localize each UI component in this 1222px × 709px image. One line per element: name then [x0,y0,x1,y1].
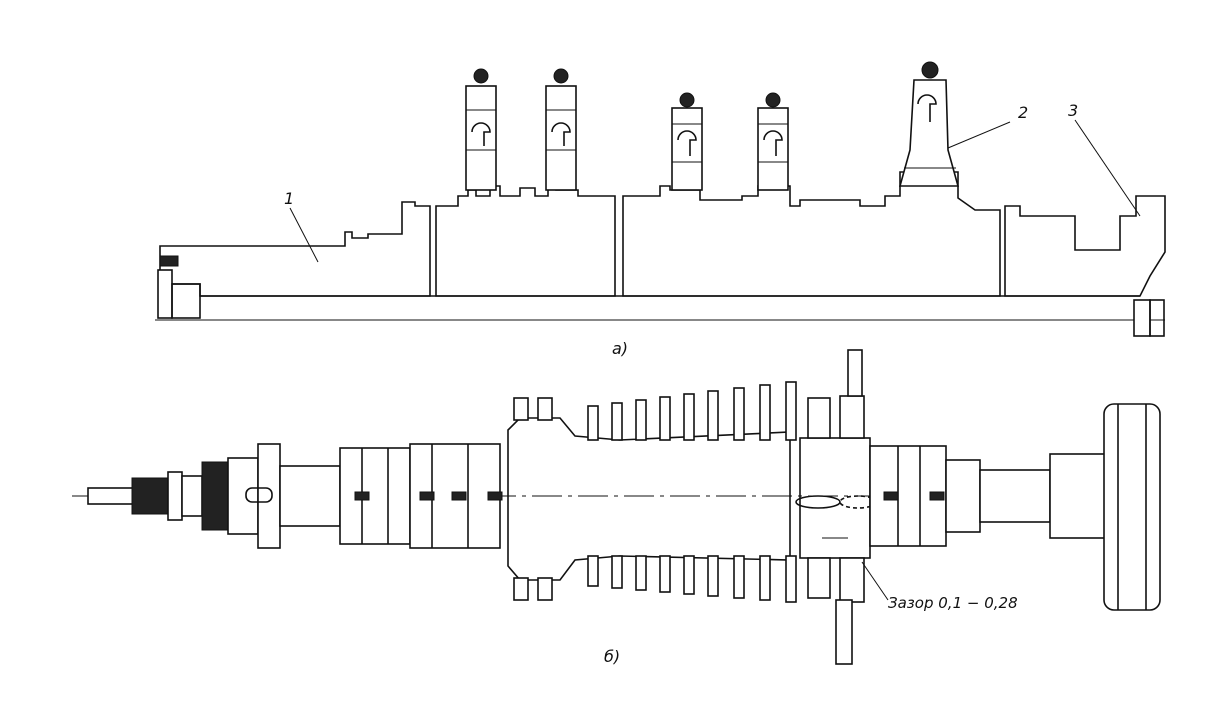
shaft-end-left [159,201,431,297]
first-stage-blades [513,397,553,601]
blade-top-5 [683,393,695,441]
blade-top-9 [785,381,797,441]
gap-note: Зазор 0,1 − 0,28 [888,594,1018,612]
caption-a: а) [612,339,628,358]
callout-3: 3 [1068,101,1078,120]
leader-2 [947,121,1011,149]
blade-bottom-9 [785,555,797,603]
shaft-end-right-b [979,403,1161,611]
callout-1: 1 [284,189,294,208]
caption-b: б) [604,647,620,666]
seal-left [157,255,201,319]
drum-blades [587,381,797,603]
shaft-tip-left [87,443,341,549]
rotor-drum [507,417,791,581]
last-stage [795,349,877,665]
blade-bottom-2 [611,555,623,589]
blade-top-2 [611,402,623,441]
blade-bottom-5 [683,555,695,595]
seal-right [1133,299,1165,337]
blade-bottom-1 [587,555,599,587]
blade-bottom-6 [707,555,719,597]
blade-row-5 [898,61,960,187]
blade-top-3 [635,399,647,441]
blade-top-1 [587,405,599,441]
blade-top-4 [659,396,671,441]
blade-row-1 [465,68,497,191]
blade-bottom-3 [635,555,647,591]
figure-b: Зазор 0,1 − 0,28 б) [72,349,1165,666]
blade-bottom-7 [733,555,745,599]
seal-pack-right [869,445,981,547]
leader-3 [1074,119,1141,217]
blade-bottom-8 [759,555,771,601]
callout-2: 2 [1018,103,1028,122]
leader-1 [289,207,319,263]
blade-bottom-4 [659,555,671,593]
disk-section-1 [435,185,616,297]
gap-leader [861,561,889,601]
blade-row-4 [757,92,789,191]
blade-row-2 [545,68,577,191]
blade-top-7 [733,387,745,441]
seal-pack-left [339,443,503,549]
blade-top-8 [759,384,771,441]
blade-top-6 [707,390,719,441]
figure-a: 1 2 3 а) [155,61,1166,358]
blade-row-3 [671,92,703,191]
shaft-end-right [1004,195,1166,297]
